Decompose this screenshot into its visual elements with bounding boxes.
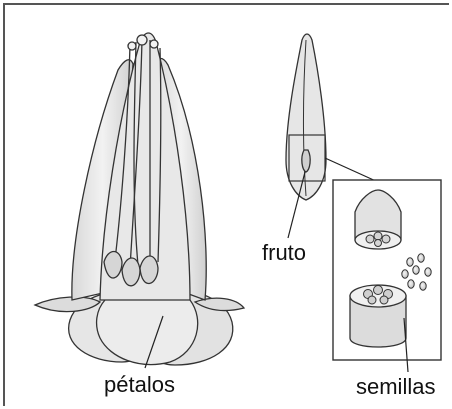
seed-detail-panel (333, 180, 441, 372)
connector-line (325, 158, 378, 182)
label-fruit: fruto (262, 240, 306, 266)
anther-2 (122, 258, 140, 286)
label-seeds: semillas (356, 374, 435, 400)
fruit-body (286, 34, 326, 200)
anther-3 (140, 256, 158, 283)
flower (35, 33, 244, 368)
label-petals: pétalos (104, 372, 175, 398)
